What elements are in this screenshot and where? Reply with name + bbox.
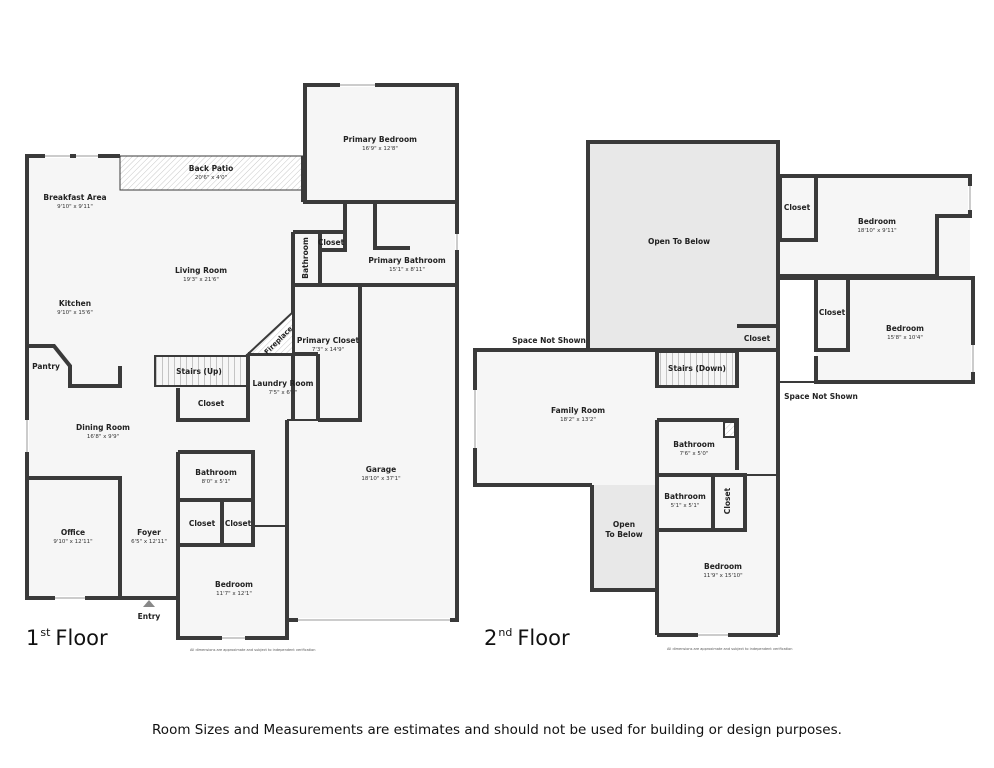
back-patio-dims: 20'6" x 4'0"	[195, 175, 227, 181]
bedroom-mid-dims: 15'8" x 10'4"	[887, 335, 923, 341]
back-patio-area	[119, 155, 304, 191]
open-to-below-top-label: Open To Below	[648, 237, 710, 246]
office-label: Office	[61, 528, 85, 537]
space-not-shown-right-label: Space Not Shown	[784, 392, 858, 401]
stairs-up-graphic	[154, 355, 248, 387]
closet-mid-label: Closet	[819, 308, 846, 317]
family-room-dims: 18'2" x 13'2"	[560, 417, 596, 423]
back-patio-label: Back Patio	[189, 164, 234, 173]
second-floor-note: All dimensions are approximate and subje…	[667, 647, 793, 651]
dining-room-dims: 16'8" x 9'9"	[87, 434, 119, 440]
living-room-dims: 19'3" x 21'6"	[183, 277, 219, 283]
primary-bathroom-label: Primary Bathroom	[368, 256, 446, 265]
windows-first-floor	[25, 83, 459, 640]
bedroom-top-label: Bedroom	[858, 217, 896, 226]
space-not-shown-left-label: Space Not Shown	[512, 336, 586, 345]
bedroom-top-dims: 18'10" x 9'11"	[857, 228, 896, 234]
open-to-below-lower-line1: Open	[613, 520, 635, 529]
primary-closet-label: Primary Closet	[297, 336, 360, 345]
office-dims: 9'10" x 12'11"	[53, 539, 92, 545]
bedroom-bottom-dims: 11'9" x 15'10"	[703, 573, 742, 579]
entry-arrow-icon	[143, 600, 155, 607]
stairs-up-label: Stairs (Up)	[176, 367, 222, 376]
primary-bedroom-dims: 16'9" x 12'8"	[362, 146, 398, 152]
primary-bathroom-dims: 15'1" x 8'11"	[389, 267, 425, 273]
closet-upper-label: Closet	[318, 238, 345, 247]
closet-vertical-label: Closet	[723, 487, 732, 514]
bathroom-small-label: Bathroom	[301, 237, 310, 279]
closet-small-label: Closet	[744, 334, 771, 343]
closet-b-label: Closet	[225, 519, 252, 528]
bedroom-mid-label: Bedroom	[886, 324, 924, 333]
primary-closet-dims: 7'3" x 14'9"	[312, 347, 344, 353]
living-room-label: Living Room	[175, 266, 227, 275]
bedroom-label: Bedroom	[215, 580, 253, 589]
closet-top-label: Closet	[784, 203, 811, 212]
first-floor-note: All dimensions are approximate and subje…	[190, 648, 316, 652]
stairs-down-label: Stairs (Down)	[668, 364, 726, 373]
disclaimer-text: Room Sizes and Measurements are estimate…	[152, 722, 842, 738]
closet-a-label: Closet	[189, 519, 216, 528]
fireplace-graphic	[245, 309, 294, 355]
bedroom-dims: 11'7" x 12'1"	[216, 591, 252, 597]
second-floor-plan: Open To Below Closet Bedroom 18'10" x 9'…	[473, 140, 975, 637]
bathroom-lower-dims: 8'0" x 5'1"	[202, 479, 231, 485]
breakfast-area-dims: 9'10" x 9'11"	[57, 204, 93, 210]
garage-label: Garage	[366, 465, 396, 474]
family-room-label: Family Room	[551, 406, 605, 415]
bathroom-a-dims: 7'6" x 5'0"	[680, 451, 709, 457]
stairs-down-graphic	[657, 351, 737, 387]
laundry-room-label: Laundry Room	[253, 379, 314, 388]
first-floor-plan: Back Patio 20'6" x 4'0" Primary Bedroom …	[25, 83, 459, 640]
bathroom-b-label: Bathroom	[664, 492, 706, 501]
open-to-below-lower-line2: To Below	[605, 530, 642, 539]
bedroom-bottom-label: Bedroom	[704, 562, 742, 571]
foyer-label: Foyer	[137, 528, 161, 537]
kitchen-dims: 9'10" x 15'6"	[57, 310, 93, 316]
bathroom-a-label: Bathroom	[673, 440, 715, 449]
laundry-room-dims: 7'5" x 6'9"	[269, 390, 298, 396]
bathroom-lower-label: Bathroom	[195, 468, 237, 477]
garage-dims: 18'10" x 37'1"	[361, 476, 400, 482]
foyer-dims: 6'5" x 12'11"	[131, 539, 167, 545]
primary-bedroom-label: Primary Bedroom	[343, 135, 417, 144]
dining-room-label: Dining Room	[76, 423, 130, 432]
pantry-label: Pantry	[32, 362, 60, 371]
windows-second-floor	[473, 186, 975, 637]
shower-graphic	[723, 421, 736, 438]
closet-stairs-label: Closet	[198, 399, 225, 408]
entry-label: Entry	[138, 612, 161, 621]
breakfast-area-label: Breakfast Area	[43, 193, 106, 202]
bathroom-b-dims: 5'1" x 5'1"	[671, 503, 700, 509]
kitchen-label: Kitchen	[59, 299, 91, 308]
